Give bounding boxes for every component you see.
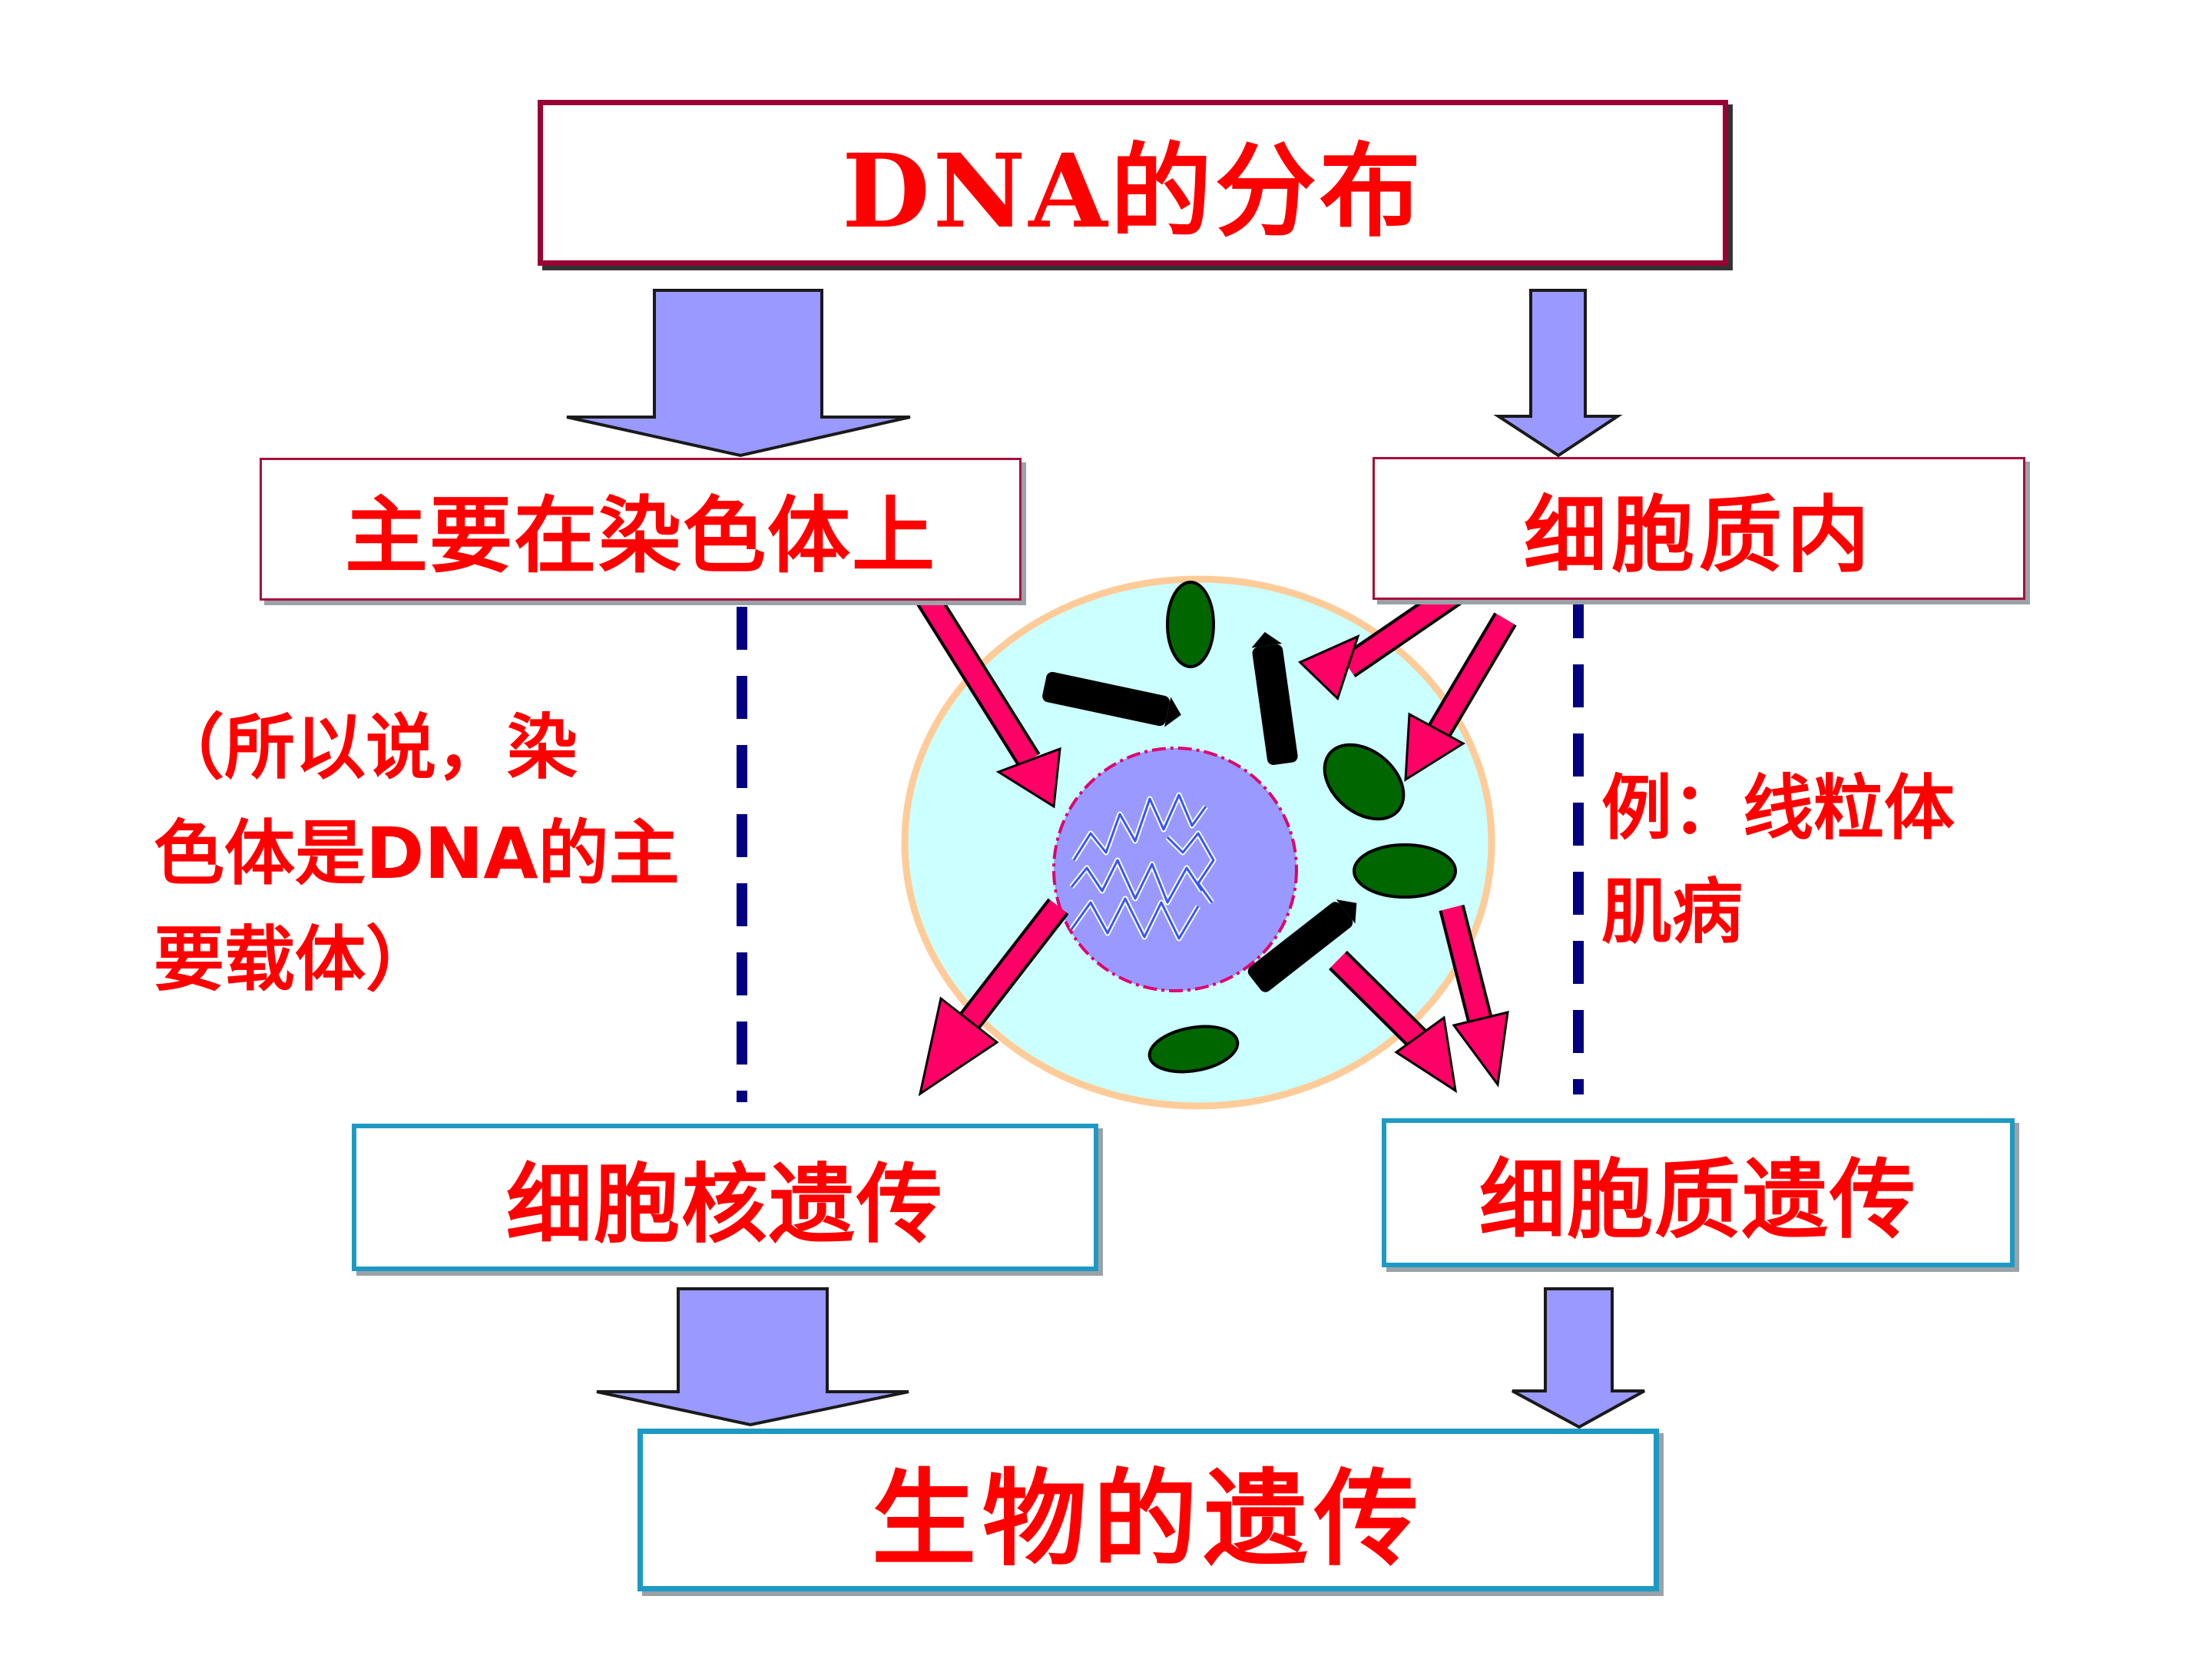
cytoplasm-location-text: 细胞质内: [1523, 487, 1874, 584]
mitochondrion-icon: [1353, 843, 1457, 899]
block-arrow-title-to-chromosome: [566, 289, 911, 458]
note-line: （所以说，染: [154, 707, 578, 789]
pointer-arrow-chromosome-to-nucleus: [909, 580, 1061, 809]
nuclear-inheritance-text: 细胞核遗传: [506, 1154, 944, 1255]
nucleus: [1052, 747, 1298, 992]
note-line: 肌病: [1601, 871, 1743, 953]
mitochondrion-icon: [1166, 581, 1215, 668]
note-line: 色体是DNA的主: [154, 813, 680, 895]
title-box: DNA的分布: [538, 100, 1728, 266]
nuclear-inheritance-box: 细胞核遗传: [352, 1124, 1098, 1271]
pointer-arrow-nucleus-to-nuclear-inheritance: [918, 898, 1069, 1097]
cytoplasmic-inheritance-text: 细胞质遗传: [1479, 1150, 1917, 1250]
cytoplasmic-inheritance-box: 细胞质遗传: [1382, 1118, 2015, 1267]
pointer-arrow-cytoplasm-to-rod: [1298, 581, 1463, 701]
pointer-arrow-mitochondrion-to-cytoplasmic-inheritance: [1439, 904, 1509, 1088]
organism-inheritance-text: 生物的遗传: [872, 1457, 1425, 1581]
chromosome-box: 主要在染色体上: [260, 458, 1022, 601]
mitochondrion-icon: [1323, 743, 1406, 821]
block-arrow-cytoplasmic-to-organism: [1512, 1287, 1645, 1429]
note-line: 要载体）: [154, 919, 437, 1001]
cytoplasm-box: 细胞质内: [1373, 457, 2025, 600]
rod-organelle-icon: [1251, 631, 1298, 765]
rod-organelle-icon: [1042, 671, 1181, 727]
note-mitochondrial-myopathy: 例：线粒体 肌病: [1601, 757, 1955, 964]
mitochondrion-icon: [1147, 1025, 1240, 1074]
block-arrow-title-to-cytoplasm: [1493, 289, 1623, 458]
pointer-arrow-cytoplasm-to-mitochondrion: [1404, 612, 1517, 782]
title-text: DNA的分布: [842, 131, 1424, 251]
chromosome-location-text: 主要在染色体上: [344, 488, 936, 584]
note-chromosome-carrier: （所以说，染 色体是DNA的主 要载体）: [154, 695, 680, 1013]
organism-inheritance-box: 生物的遗传: [637, 1429, 1659, 1591]
block-arrow-nuclear-to-organism: [596, 1287, 909, 1427]
rod-organelle-icon: [1247, 899, 1357, 992]
note-line: 例：线粒体: [1601, 767, 1955, 849]
pointer-arrow-rod-to-cytoplasmic-inheritance: [1329, 950, 1458, 1094]
